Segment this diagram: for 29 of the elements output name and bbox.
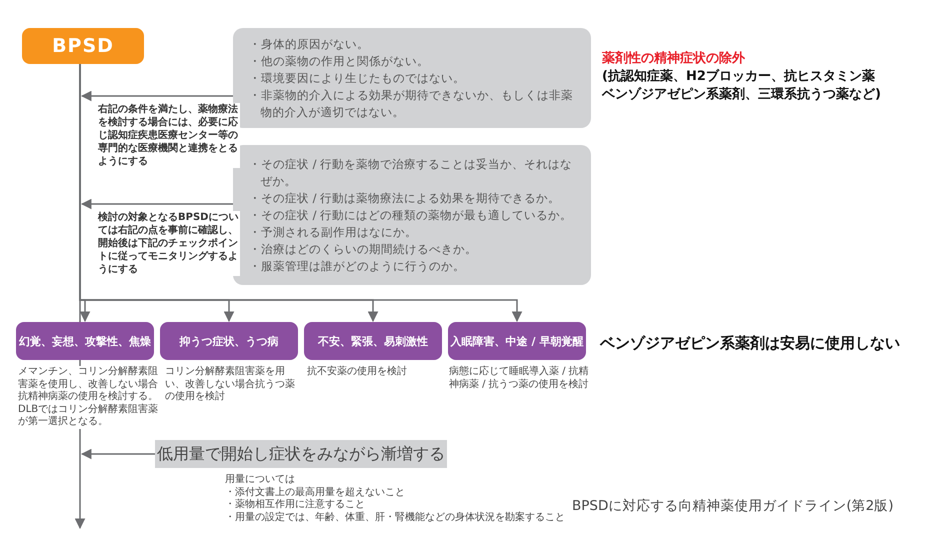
box-label: 幻覚、妄想、攻撃性、焦燥 (19, 334, 151, 348)
symptom-box (16, 322, 154, 360)
symptom-box (160, 322, 298, 360)
bullet-item: ・非薬物的介入による効果が期待できないか、もしくは非薬物的介入が適切ではない。 (249, 86, 574, 120)
bullet-item: ・服薬管理は誰がどのように行うのか。 (249, 258, 466, 274)
box-label: 抑うつ症状、うつ病 (180, 334, 278, 348)
edge-label: 右記の条件を満たし、薬物療法を検討する場合には、必要に応じ認知症疾患医療センター等の専門的な医療機関と連携をとるようにする (98, 103, 240, 168)
note-text: ベンゾジアゼピン系薬剤は安易に使用しない (600, 334, 900, 353)
arrow (80, 90, 233, 102)
box-label: 不安、緊張、易刺激性 (318, 334, 428, 348)
symptom-box (448, 322, 586, 360)
edge-label: 検討の対象となるBPSDについては右記の点を事前に確認し、開始後は下記のチェックポイントに従ってモニタリングするようにする (98, 211, 240, 276)
box-label: 低用量で開始し症状をみながら漸増する (157, 444, 445, 464)
bullet-item: ・治療はどのくらいの期間続けるべきか。 (249, 240, 478, 258)
bullet-item: ・環境要因により生じたものではない。 (249, 70, 466, 86)
start-box (22, 28, 144, 64)
symptom-box (304, 322, 442, 360)
arrow (80, 198, 233, 210)
bullet-item: ・その症状 / 行動にはどの種類の薬物が最も適しているか。 (249, 206, 574, 224)
note-text: 病態に応じて睡眠導入薬 / 抗精神病薬 / 抗うつ薬の使用を検討 (449, 366, 589, 391)
bullet-item: ・その症状 / 行動を薬物で治療することは妥当か、それはなぜか。 (249, 156, 574, 190)
box-label: 入眠障害、中途 / 早朝覚醒 (450, 334, 584, 348)
note-text: メマンチン、コリン分解酵素阻害薬を使用し、改善しない場合抗精神病薬の使用を検討する。DLBではコリン分解酵素阻害薬が第一選択となる。 (18, 366, 160, 428)
bullet-item: ・他の薬物の作用と関係がない。 (249, 52, 430, 70)
bullet-item: ・その症状 / 行動は薬物療法による効果を期待できるか。 (249, 190, 562, 206)
bullet-item: ・予測される副作用はなにか。 (249, 224, 418, 240)
arrow (80, 448, 155, 460)
bullet-item: ・身体的原因がない。 (249, 36, 370, 52)
box-label: BPSD (52, 35, 114, 57)
